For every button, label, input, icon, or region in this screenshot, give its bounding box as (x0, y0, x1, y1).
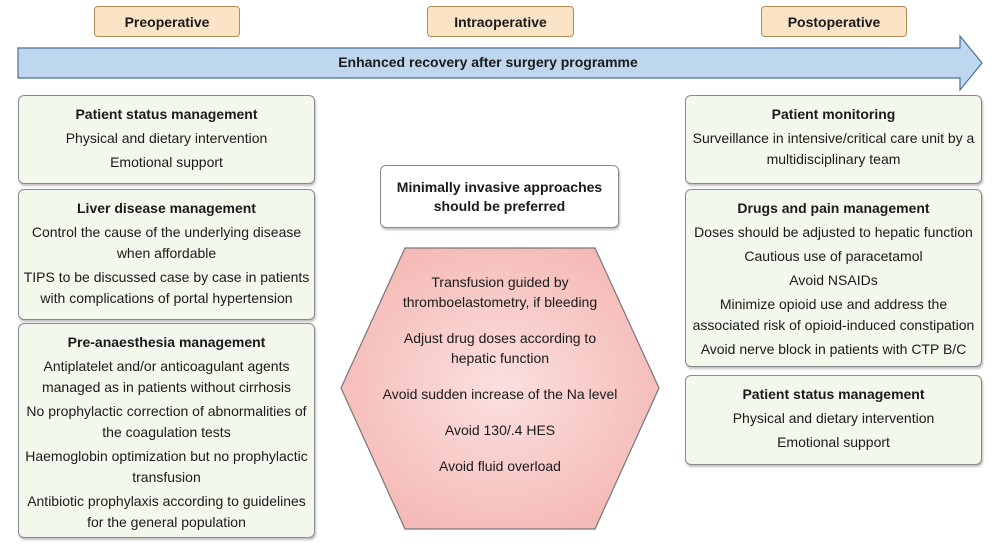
postop-patient-monitoring-box: Patient monitoring Surveillance in inten… (685, 95, 982, 184)
box-item: Surveillance in intensive/critical care … (692, 130, 975, 167)
box-item: Emotional support (777, 434, 890, 450)
preop-patient-status-box: Patient status management Physical and d… (18, 95, 315, 184)
box-item: Minimize opioid use and address the asso… (692, 296, 975, 333)
box-title: Patient monitoring (771, 106, 896, 122)
timeline-arrow (17, 34, 983, 92)
postop-drugs-pain-box: Drugs and pain management Doses should b… (685, 189, 982, 367)
box-item: Antibiotic prophylaxis according to guid… (27, 493, 306, 530)
box-item: Physical and dietary intervention (65, 130, 268, 146)
preop-liver-disease-box: Liver disease management Control the cau… (18, 189, 315, 320)
hexagon-item: Transfusion guided by thromboelastometry… (402, 274, 598, 310)
preop-pre-anaesthesia-box: Pre-anaesthesia management Antiplatelet … (18, 323, 315, 538)
box-item: Control the cause of the underlying dise… (31, 224, 302, 261)
postop-patient-status-box: Patient status management Physical and d… (685, 375, 982, 465)
phase-preoperative: Preoperative (94, 6, 240, 37)
box-item: Avoid nerve block in patients with CTP B… (700, 341, 967, 357)
box-title: Patient status management (742, 386, 925, 402)
box-title: Patient status management (75, 106, 258, 122)
hexagon-item: Avoid sudden increase of the Na level (382, 386, 618, 402)
box-item: TIPS to be discussed case by case in pat… (23, 269, 310, 306)
timeline-arrow-label: Enhanced recovery after surgery programm… (338, 54, 638, 70)
box-title: Drugs and pain management (737, 200, 930, 216)
box-item: Doses should be adjusted to hepatic func… (694, 224, 973, 240)
phase-intraoperative: Intraoperative (427, 6, 574, 37)
hexagon-content: Transfusion guided by thromboelastometry… (380, 272, 620, 492)
box-item: Avoid NSAIDs (789, 272, 878, 288)
box-title: Pre-anaesthesia management (67, 334, 266, 350)
box-item: Antiplatelet and/or anticoagulant agents… (41, 358, 292, 395)
hexagon-item: Avoid fluid overload (439, 458, 561, 474)
hexagon-shape (340, 247, 660, 530)
box-item: Cautious use of paracetamol (744, 248, 923, 264)
box-item: Emotional support (110, 154, 223, 170)
box-item: No prophylactic correction of abnormalit… (26, 403, 307, 440)
box-item: Haemoglobin optimization but no prophyla… (25, 448, 308, 485)
hexagon-item: Adjust drug doses according to hepatic f… (403, 330, 597, 366)
box-item: Physical and dietary intervention (732, 410, 935, 426)
box-title: Liver disease management (77, 200, 256, 216)
hexagon-item: Avoid 130/.4 HES (444, 422, 556, 438)
phase-postoperative: Postoperative (761, 6, 907, 37)
minimally-invasive-box: Minimally invasive approaches should be … (380, 165, 619, 228)
timeline-arrow-shape (17, 34, 983, 92)
